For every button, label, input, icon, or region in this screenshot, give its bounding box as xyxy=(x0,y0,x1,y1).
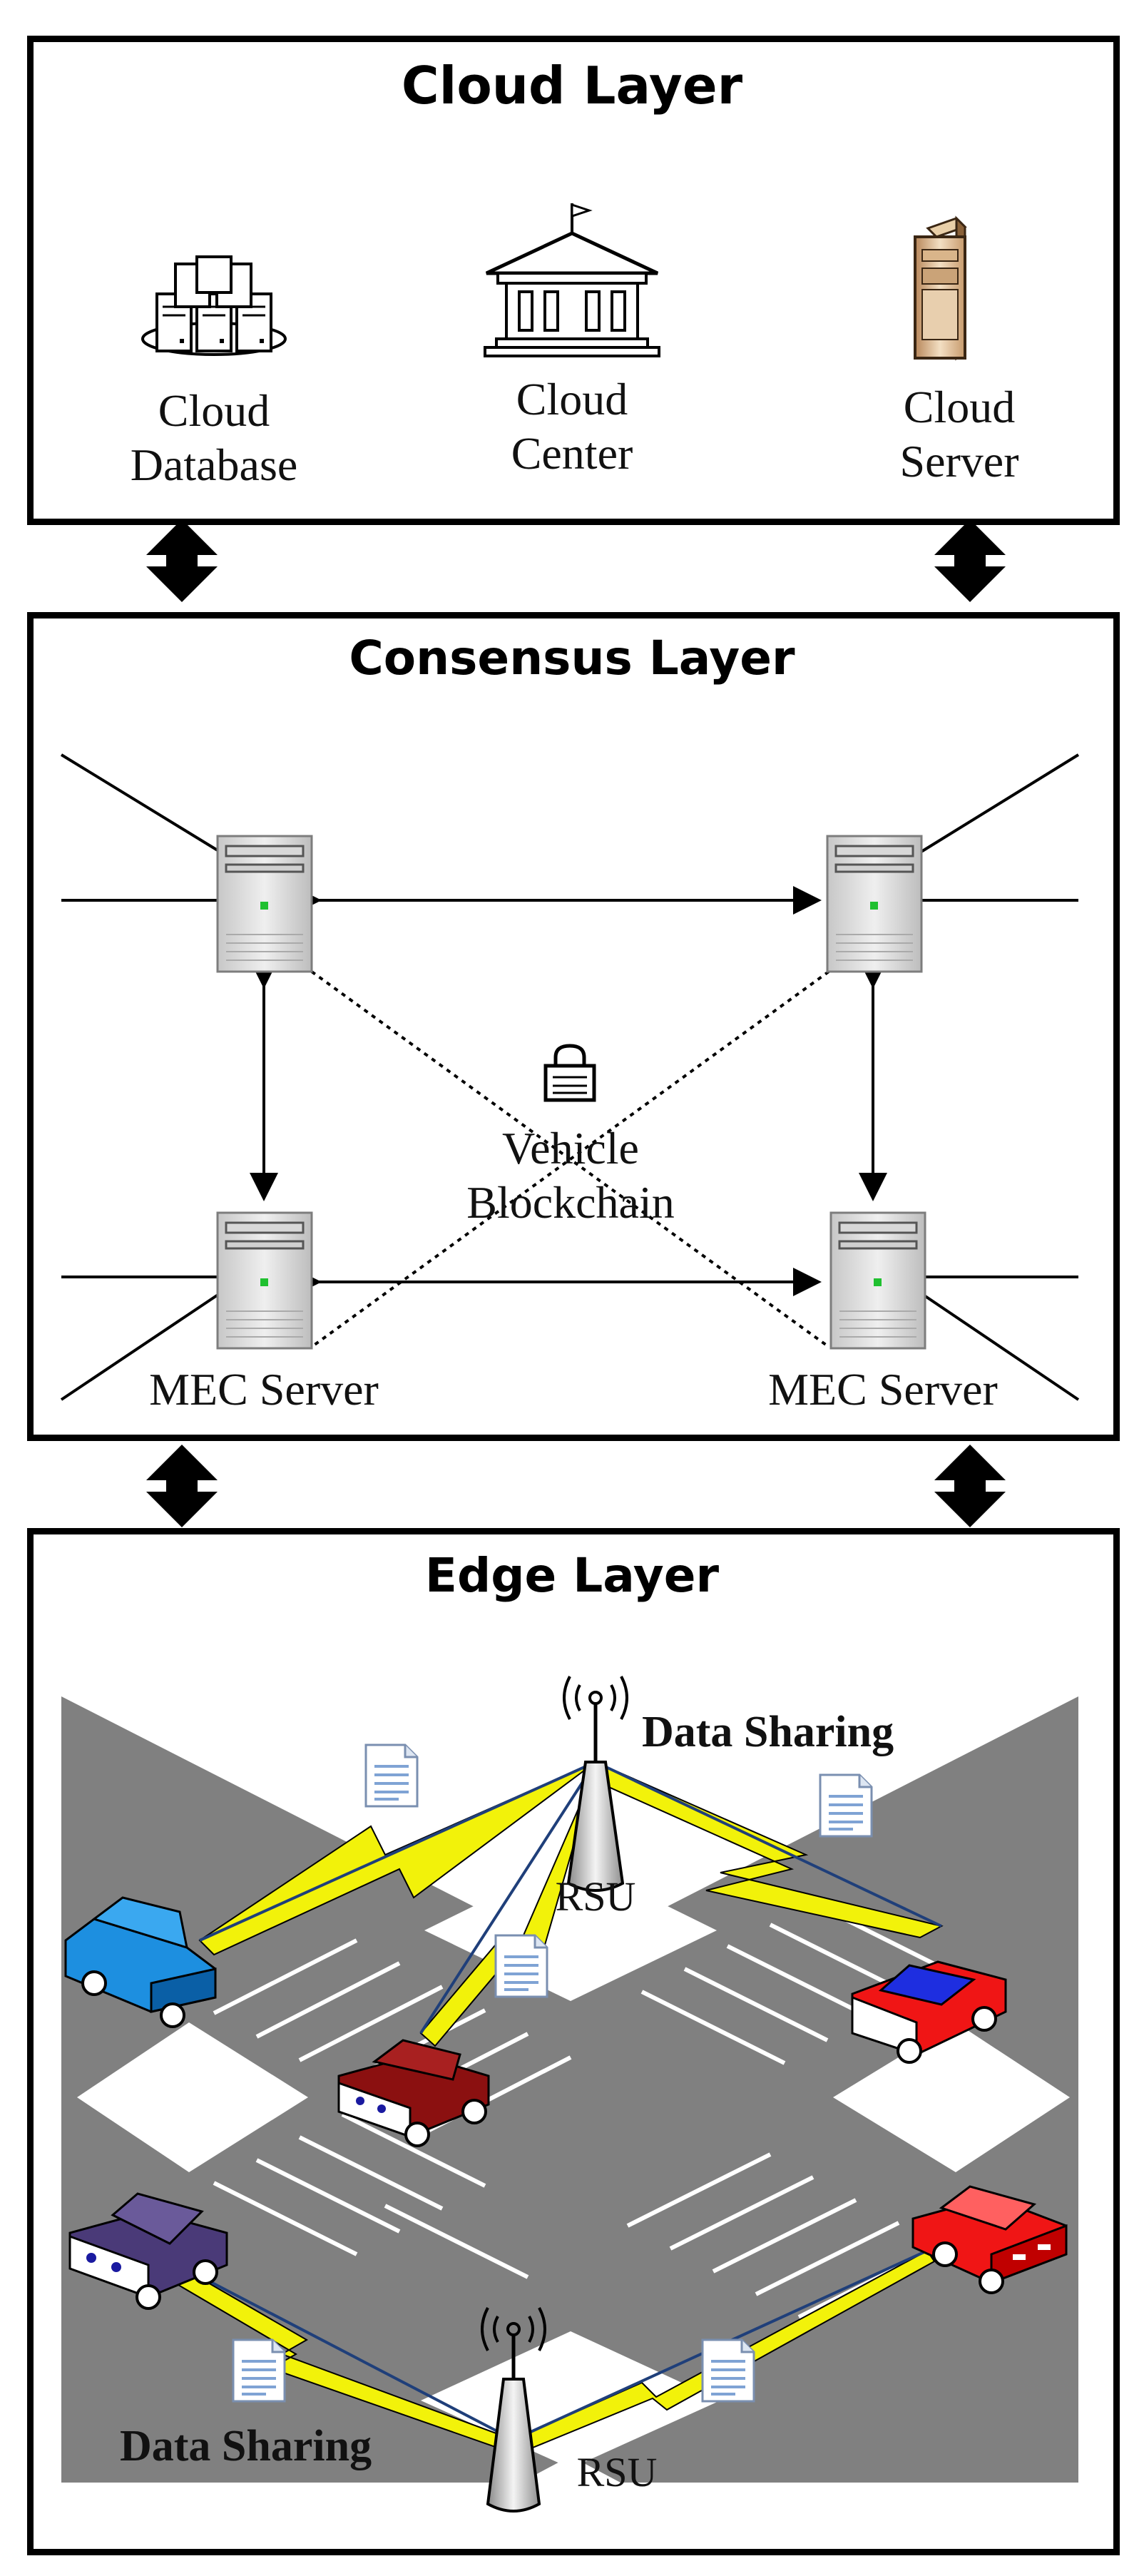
edge-layer-title: Edge Layer xyxy=(424,1548,720,1603)
cloud-center-icon xyxy=(484,203,660,357)
car-darkred-icon xyxy=(337,2039,490,2147)
mec-server-left-label: MEC Server xyxy=(149,1364,379,1415)
cloud-layer-title: Cloud Layer xyxy=(401,56,743,116)
consensus-layer-box xyxy=(27,612,1120,1441)
rsu-bottom-label: RSU xyxy=(576,2449,658,2495)
cloud-center-label-line1: Cloud xyxy=(516,374,628,424)
vehicle-blockchain-line2: Blockchain xyxy=(466,1176,675,1228)
cloud-center-label-line2: Center xyxy=(511,427,633,479)
cloud-server-label-line2: Server xyxy=(899,435,1019,487)
rsu-top-label: RSU xyxy=(555,1873,636,1920)
cloud-server-label-line1: Cloud xyxy=(903,382,1016,432)
car-red-icon xyxy=(911,2185,1068,2294)
consensus-layer-title: Consensus Layer xyxy=(349,631,795,686)
intersection-scene xyxy=(61,1676,1078,2513)
car-purple-icon xyxy=(68,2192,228,2310)
edge-layer-box xyxy=(27,1528,1120,2555)
lock-icon xyxy=(543,1044,596,1102)
vehicle-blockchain-line1: Vehicle xyxy=(502,1123,639,1174)
vehicle-blockchain-label: Vehicle Blockchain xyxy=(428,1121,713,1229)
cloud-server-icon xyxy=(914,215,967,361)
consensus-network xyxy=(60,753,1080,1401)
cloud-database-label-line2: Database xyxy=(130,439,298,490)
cloud-consensus-arrow-left xyxy=(146,519,218,602)
rsu-antenna-top-icon xyxy=(563,1676,628,1892)
cloud-center-label: Cloud Center xyxy=(451,372,693,480)
car-blue-icon xyxy=(64,1896,217,2028)
cloud-database-icon xyxy=(141,255,287,356)
car-red-blue-icon xyxy=(851,1960,1007,2064)
data-sharing-top-label: Data Sharing xyxy=(642,1708,894,1756)
cloud-server-label: Cloud Server xyxy=(838,380,1081,488)
data-sharing-bottom-label: Data Sharing xyxy=(120,2422,372,2470)
cloud-consensus-arrow-right xyxy=(934,519,1006,602)
consensus-edge-arrow-left xyxy=(146,1445,218,1527)
cloud-database-label: Cloud Database xyxy=(93,384,335,492)
mec-server-right-label: MEC Server xyxy=(768,1364,998,1415)
consensus-edge-arrow-right xyxy=(934,1445,1006,1527)
cloud-database-label-line1: Cloud xyxy=(158,385,270,436)
rsu-antenna-bottom-icon xyxy=(481,2307,546,2513)
